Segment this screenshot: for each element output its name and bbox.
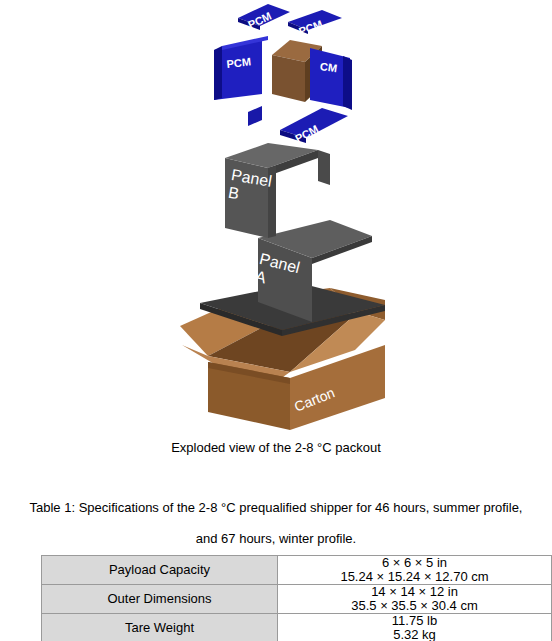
spec-table: Payload Capacity 6 × 6 × 5 in15.24 × 15.2…	[41, 555, 552, 641]
table-cell-text: 15.24 × 15.24 × 12.70 cm	[282, 570, 547, 584]
table-cell-text: 5.32 kg	[282, 628, 547, 641]
table-header-cell: Outer Dimensions	[42, 585, 278, 614]
table-value-cell: 11.75 lb5.32 kg	[278, 614, 552, 641]
table-cell-text: Tare Weight	[46, 621, 273, 635]
part-label: Panel B	[227, 166, 279, 209]
figure-caption: Exploded view of the 2-8 °C packout	[0, 440, 552, 455]
table-cell-text: Outer Dimensions	[46, 592, 273, 606]
panel-a-drawing	[200, 220, 385, 336]
table-title: Table 1: Specifications of the 2-8 °C pr…	[20, 492, 532, 554]
table-cell-text: 35.5 × 35.5 × 30.4 cm	[282, 599, 547, 613]
part-label: CM	[319, 60, 338, 74]
table-cell-text: 11.75 lb	[282, 614, 547, 628]
table-value-cell: 14 × 14 × 12 in35.5 × 35.5 × 30.4 cm	[278, 585, 552, 614]
part-label: PCM	[226, 55, 252, 69]
table-cell-text: Payload Capacity	[46, 563, 273, 577]
table-value-cell: 6 × 6 × 5 in15.24 × 15.24 × 12.70 cm	[278, 556, 552, 585]
pcm-drawing	[214, 4, 352, 143]
panel-b-drawing	[225, 143, 330, 238]
table-header-cell: Payload Capacity	[42, 556, 278, 585]
table-header-cell: Tare Weight	[42, 614, 278, 641]
table-cell-text: 6 × 6 × 5 in	[282, 556, 547, 570]
packout-illustration	[0, 0, 552, 432]
table-cell-text: 14 × 14 × 12 in	[282, 585, 547, 599]
